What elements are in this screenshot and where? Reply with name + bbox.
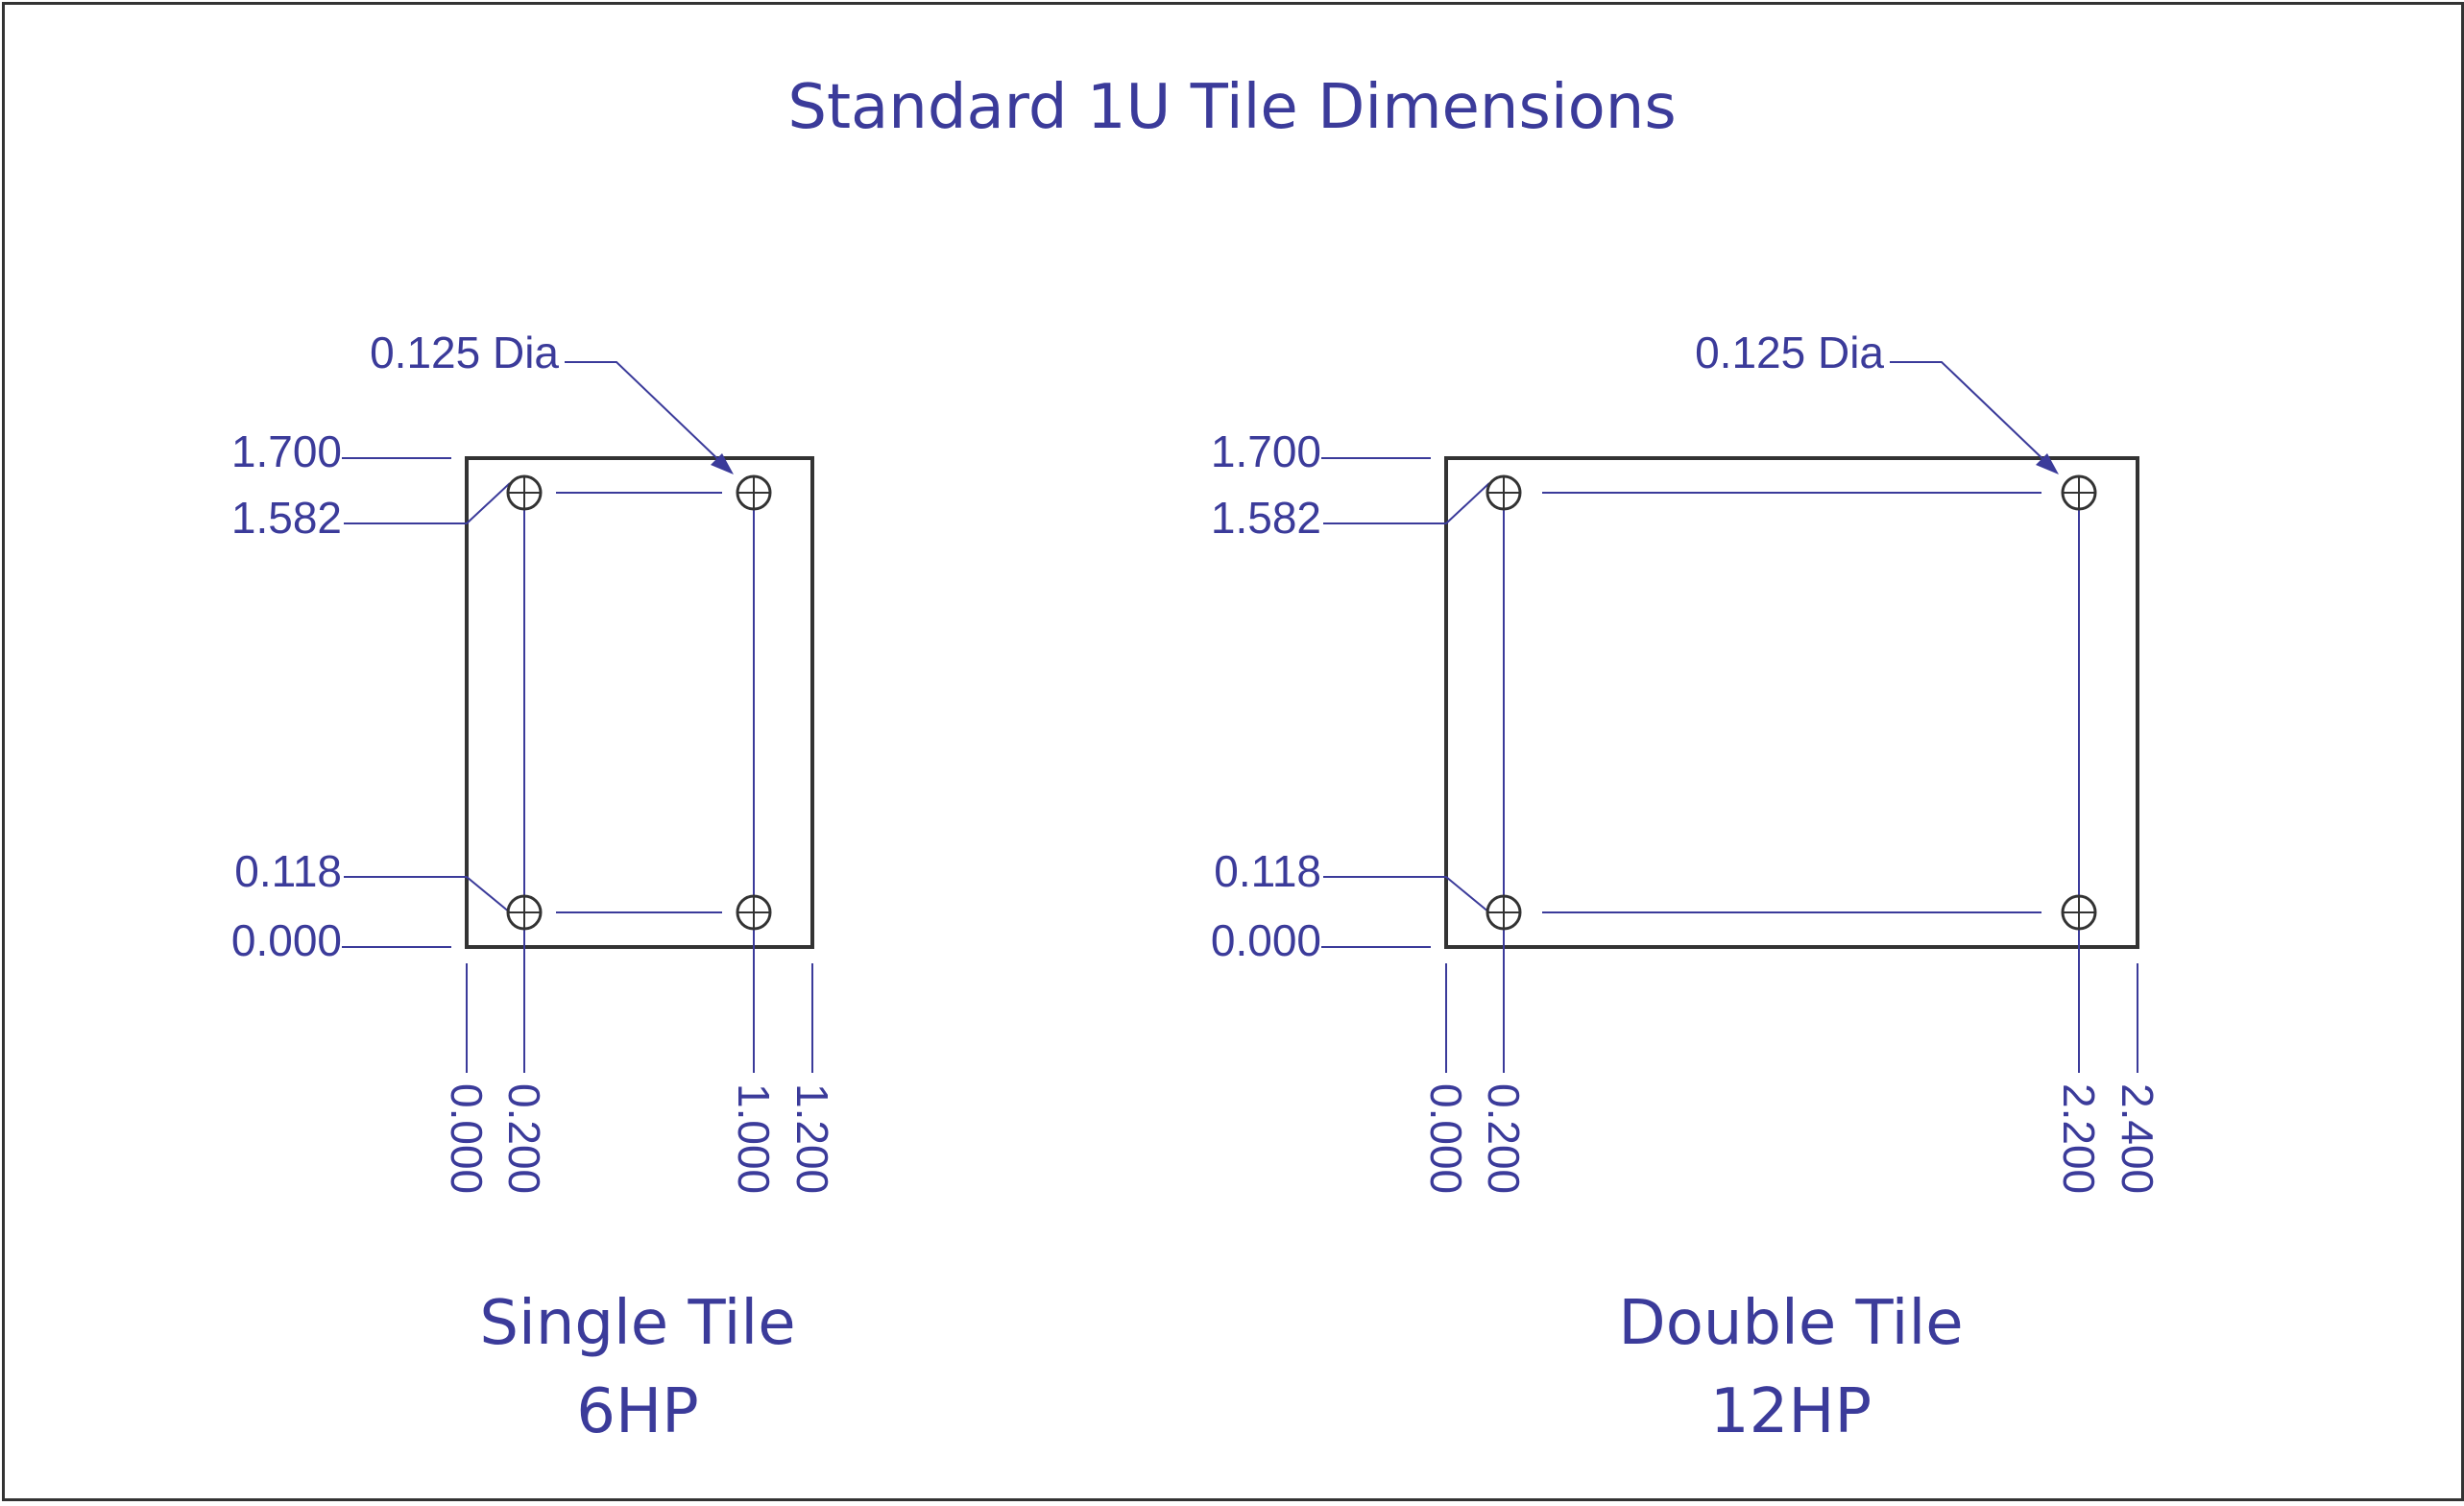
single-leader-y-1582: [344, 482, 511, 524]
single-tile: [342, 361, 814, 1073]
single-label-y-1700: 1.700: [231, 426, 342, 476]
single-label-y-1582: 1.582: [231, 493, 342, 543]
double-hole-bottom-left: [1486, 894, 1522, 931]
single-label-x-1000: 1.000: [729, 1083, 779, 1194]
page-title: Standard 1U Tile Dimensions: [787, 72, 1676, 143]
single-label-x-0200: 0.200: [499, 1083, 549, 1194]
double-label-y-1582: 1.582: [1211, 493, 1321, 543]
double-hole-callout: 0.125 Dia: [1695, 328, 1884, 377]
double-dia-leader: [1890, 361, 2053, 469]
single-hole-top-right: [736, 474, 772, 511]
double-label-x-0200: 0.200: [1479, 1083, 1529, 1194]
double-hole-top-right: [2061, 474, 2097, 511]
double-label-x-2400: 2.400: [2113, 1083, 2162, 1194]
double-dia-arrowhead: [2036, 453, 2059, 474]
double-label-x-0000: 0.000: [1421, 1083, 1471, 1194]
double-tile: [1321, 361, 2139, 1073]
double-label-y-0000: 0.000: [1211, 915, 1321, 965]
single-hole-bottom-left: [506, 894, 543, 931]
single-hole-top-left: [506, 474, 543, 511]
single-caption-name: Single Tile: [479, 1288, 795, 1359]
double-hole-top-left: [1486, 474, 1522, 511]
single-hole-callout: 0.125 Dia: [370, 328, 559, 377]
single-caption-hp: 6HP: [576, 1376, 698, 1447]
single-dia-leader: [565, 361, 728, 469]
double-caption-name: Double Tile: [1618, 1288, 1963, 1359]
single-tile-outline: [465, 456, 814, 949]
single-label-y-0000: 0.000: [231, 915, 342, 965]
double-label-y-0118: 0.118: [1214, 846, 1321, 896]
double-leader-y-1582: [1323, 482, 1490, 524]
double-label-x-2200: 2.200: [2054, 1083, 2104, 1194]
double-caption-hp: 12HP: [1710, 1376, 1872, 1447]
double-label-y-1700: 1.700: [1211, 426, 1321, 476]
double-hole-bottom-right: [2061, 894, 2097, 931]
double-tile-outline: [1444, 456, 2139, 949]
single-dia-arrowhead: [711, 453, 734, 474]
single-label-x-0000: 0.000: [442, 1083, 492, 1194]
single-leader-y-0118: [344, 876, 511, 913]
double-leader-y-0118: [1323, 876, 1490, 913]
single-label-y-0118: 0.118: [234, 846, 342, 896]
single-hole-bottom-right: [736, 894, 772, 931]
single-label-x-1200: 1.200: [787, 1083, 837, 1194]
